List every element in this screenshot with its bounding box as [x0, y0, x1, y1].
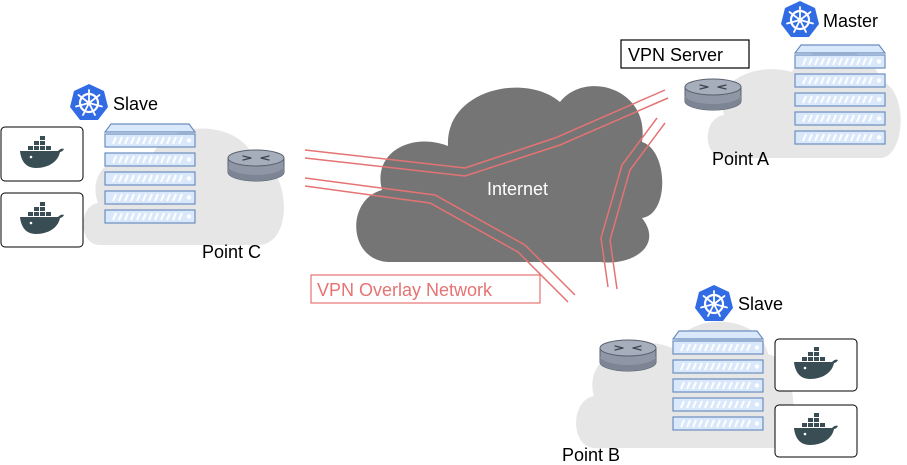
docker-container-b2 [774, 404, 858, 458]
internet-label: Internet [487, 179, 548, 199]
docker-container-b1 [774, 338, 858, 392]
point-b-label: Point B [562, 445, 620, 465]
vpn-link-a-b-left [600, 117, 658, 288]
vpn-link-c-a-lower [304, 97, 669, 177]
point-c-label: Point C [202, 242, 261, 262]
master-label: Master [823, 11, 878, 31]
vpn-link-c-b-lower [304, 185, 569, 303]
router-icon [227, 149, 285, 182]
point-a-label: Point A [712, 149, 769, 169]
router-icon [684, 78, 742, 111]
vpn-link-c-b-upper [304, 177, 576, 296]
vpn-server-label-box: VPN Server [620, 39, 750, 69]
vpn-overlay-label: VPN Overlay Network [317, 280, 493, 300]
slave-b-label: Slave [738, 294, 783, 314]
vpn-link-c-a-upper [304, 89, 666, 169]
vpn-link-a-b-right [609, 122, 666, 290]
docker-container-c1 [0, 126, 84, 182]
kubernetes-icon [68, 82, 110, 122]
vpn-overlay-lines [304, 89, 669, 303]
kubernetes-icon [779, 0, 821, 39]
slave-c-label: Slave [113, 94, 158, 114]
internet-cloud [356, 86, 663, 263]
vpn-overlay-label-box: VPN Overlay Network [310, 274, 541, 304]
kubernetes-icon [693, 283, 735, 323]
router-icon [599, 339, 657, 372]
docker-container-c2 [0, 192, 84, 248]
vpn-server-label: VPN Server [628, 45, 723, 65]
